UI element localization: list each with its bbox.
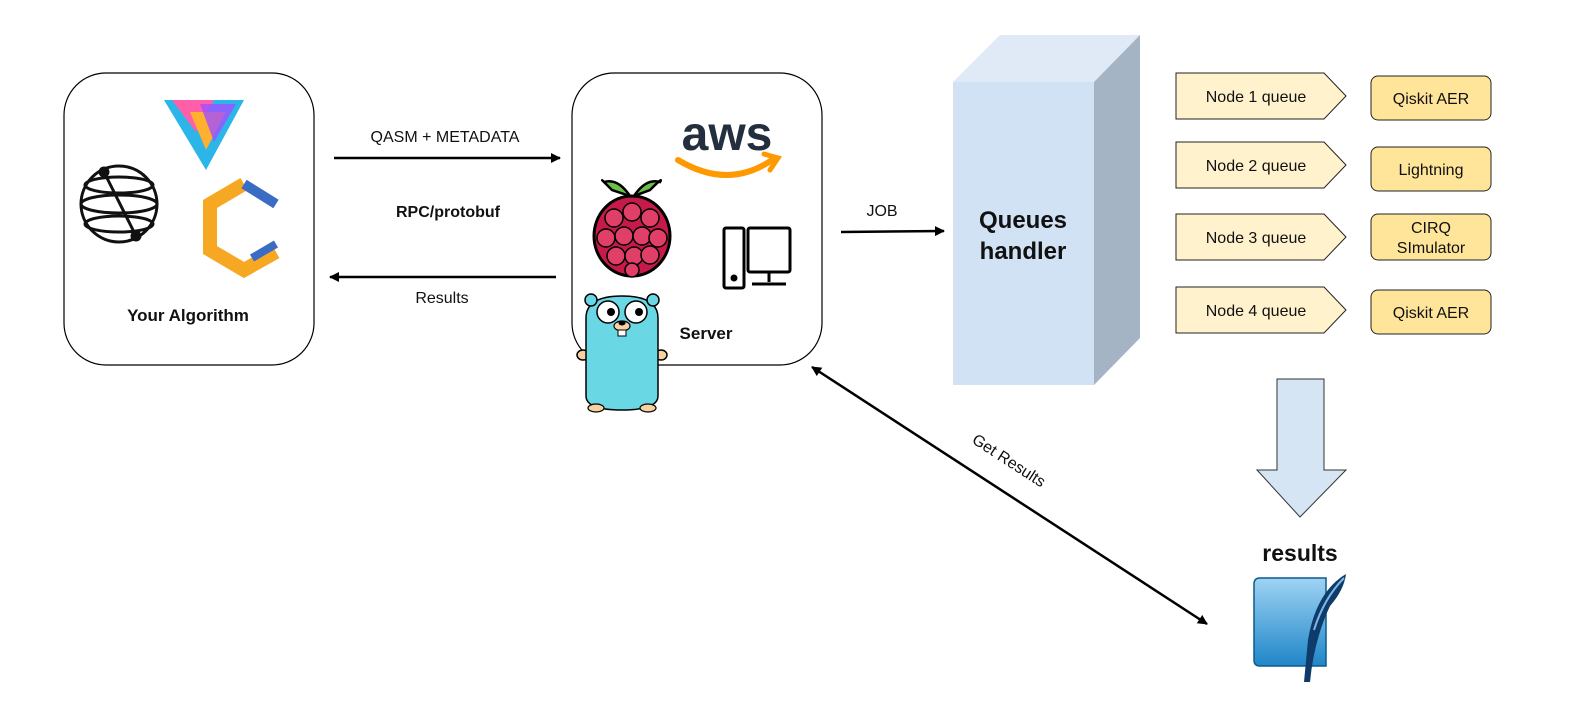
queue-label: Node 2 queue xyxy=(1206,158,1307,175)
gopher-icon xyxy=(576,293,668,413)
job-label: JOB xyxy=(866,203,897,220)
algorithm-box-frame xyxy=(63,72,315,366)
cirq-icon xyxy=(203,177,280,279)
simulator-label: Qiskit AER xyxy=(1393,91,1469,108)
aws-logo: aws xyxy=(675,108,782,178)
queues-handler-side xyxy=(1094,35,1140,385)
simulator-label: CIRQ xyxy=(1411,220,1451,237)
queues-handler-line2: handler xyxy=(980,238,1067,265)
server-label: Server xyxy=(680,324,733,343)
raspberry-pi-icon xyxy=(592,179,672,278)
aws-smile-icon xyxy=(675,157,775,178)
get-results-arrow xyxy=(811,365,1208,626)
queues-handler: Queues handler xyxy=(953,35,1140,385)
simulator-box xyxy=(1370,75,1492,121)
simulator-box xyxy=(1370,289,1492,335)
queues-handler-top xyxy=(953,35,1140,82)
request-label: QASM + METADATA xyxy=(371,129,520,146)
protocol-label: RPC/protobuf xyxy=(396,204,501,221)
get-results-label: Get Results xyxy=(969,431,1048,491)
node-row: Node 4 queue Qiskit AER xyxy=(1175,286,1492,335)
queue-shape xyxy=(1175,141,1347,189)
results-store-label: results xyxy=(1262,540,1337,566)
pennylane-icon xyxy=(164,100,244,170)
queue-label: Node 1 queue xyxy=(1206,89,1307,106)
simulator-box xyxy=(1370,146,1492,192)
queues-handler-front xyxy=(953,82,1094,385)
queue-shape xyxy=(1175,286,1347,334)
node-row: Node 3 queue CIRQ SImulator xyxy=(1175,213,1492,261)
down-arrow xyxy=(1255,378,1348,518)
queue-shape xyxy=(1175,213,1347,261)
node-row: Node 2 queue Lightning xyxy=(1175,141,1492,192)
queue-label: Node 4 queue xyxy=(1206,303,1307,320)
computer-icon xyxy=(722,226,792,290)
server-box: aws Server xyxy=(571,72,823,366)
simulator-box xyxy=(1370,213,1492,261)
queue-shape xyxy=(1175,72,1347,120)
results-label: Results xyxy=(415,290,468,307)
server-box-frame xyxy=(571,72,823,366)
simulator-label: Lightning xyxy=(1399,162,1464,179)
algorithm-box: Your Algorithm xyxy=(63,72,315,366)
simulator-label: SImulator xyxy=(1397,240,1466,257)
job-arrow xyxy=(840,226,945,237)
node-row: Node 1 queue Qiskit AER xyxy=(1175,72,1492,121)
aws-logo-text: aws xyxy=(682,108,773,161)
algorithm-label: Your Algorithm xyxy=(127,306,249,325)
bloch-sphere-icon xyxy=(79,164,159,244)
sqlite-icon xyxy=(1253,574,1346,682)
queues-handler-line1: Queues xyxy=(979,207,1067,234)
simulator-label: Qiskit AER xyxy=(1393,305,1469,322)
queue-label: Node 3 queue xyxy=(1206,230,1307,247)
